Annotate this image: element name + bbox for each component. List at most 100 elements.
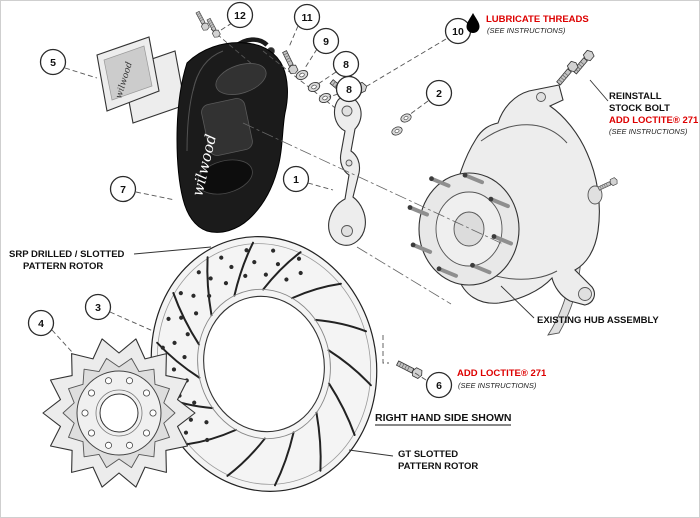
gt-line2: PATTERN ROTOR: [398, 461, 478, 472]
lubricate-title: LUBRICATE THREADS: [486, 14, 589, 25]
leader-7: [135, 191, 176, 201]
leader-11: [288, 25, 299, 48]
svg-text:5: 5: [50, 57, 56, 69]
wheel-stud-tip: [470, 262, 475, 268]
orientation-text: RIGHT HAND SIDE SHOWN: [375, 412, 512, 424]
callout-9: 9: [312, 27, 340, 55]
knuckle-contour: [480, 124, 568, 144]
loctite-note: ADD LOCTITE® 271 (SEE INSTRUCTIONS): [457, 368, 547, 390]
annotations: LUBRICATE THREADS (SEE INSTRUCTIONS) REI…: [9, 13, 699, 472]
orientation-note: RIGHT HAND SIDE SHOWN: [375, 412, 512, 426]
svg-text:2: 2: [436, 88, 442, 100]
loctite-bolt: [382, 335, 425, 380]
drill-hole: [208, 276, 213, 281]
callout-10: 10: [444, 17, 472, 45]
callouts: 5 12 11 9 8 8 10 2 7 1 3 4 6: [27, 1, 472, 399]
rotor-slot: [273, 431, 295, 487]
leader-9: [304, 48, 318, 69]
lubricate-sub: (SEE INSTRUCTIONS): [487, 26, 566, 35]
reinstall-line3: ADD LOCTITE® 271: [609, 115, 699, 126]
leader-2: [408, 100, 429, 116]
bolt-alignment-line: [382, 335, 389, 364]
rotor-slot: [327, 382, 356, 437]
brake-pads: wilwood: [96, 36, 186, 124]
rotor-slot: [233, 241, 255, 297]
drill-hole: [263, 272, 268, 277]
wheel-stud-tip: [462, 172, 468, 178]
rotor-slot: [314, 318, 368, 333]
drill-hole: [205, 437, 210, 443]
fastener-stack: [194, 10, 354, 123]
rotor-register-ring: [197, 288, 331, 440]
callout-5: 5: [39, 48, 67, 76]
rotor-slot: [172, 291, 201, 346]
washer: [306, 80, 322, 94]
balljoint-boss: [578, 287, 592, 301]
wheel-stud-tip: [491, 234, 497, 239]
spacer-washer: [399, 111, 413, 125]
drill-hole: [192, 400, 197, 405]
hat-bolt-hole: [126, 441, 133, 449]
knuckle-ear-hole: [536, 92, 546, 102]
drill-hole: [166, 316, 171, 321]
drill-hole: [275, 262, 281, 267]
callout-6: 6: [425, 371, 453, 399]
drill-hole: [298, 270, 303, 276]
callout-leaders: [51, 22, 447, 381]
rotor-slot: [315, 411, 322, 472]
svg-text:7: 7: [120, 184, 126, 196]
callout-8b: 8: [335, 75, 363, 103]
srp-rotor-label: SRP DRILLED / SLOTTED PATTERN ROTOR: [9, 249, 125, 272]
rotor: [150, 236, 378, 492]
leader-3: [109, 311, 154, 332]
wheel-stud: [492, 234, 513, 246]
knuckle-boss: [587, 185, 603, 205]
hat-bolt-hole: [104, 441, 112, 449]
rotor-hat: [42, 338, 196, 488]
callout-12: 12: [226, 1, 254, 29]
wheel-stud: [408, 205, 429, 217]
drill-hole: [204, 420, 209, 425]
hub-center-cap: [453, 211, 485, 247]
side-bolt: [596, 176, 619, 192]
hat-bolt-hole: [104, 377, 112, 385]
hub-knuckle-assembly: [407, 48, 619, 336]
leader-6: [414, 372, 427, 381]
svg-text:3: 3: [95, 302, 101, 314]
srp-line2: PATTERN ROTOR: [23, 261, 103, 272]
bracket-hole-bottom: [341, 225, 353, 237]
svg-text:12: 12: [234, 10, 246, 22]
drill-hole: [196, 270, 201, 275]
callout-3: 3: [84, 293, 112, 321]
gt-rotor-label: GT SLOTTED PATTERN ROTOR: [398, 449, 478, 472]
callout-8a: 8: [332, 50, 360, 78]
assembly-axis: [262, 50, 354, 123]
drill-hole: [296, 256, 302, 261]
leader-5: [64, 67, 98, 79]
leader-8a: [317, 71, 337, 85]
wheel-stud: [429, 176, 451, 188]
svg-text:9: 9: [323, 36, 329, 48]
leader-gt-label: [348, 449, 394, 457]
svg-text:4: 4: [38, 318, 44, 330]
drill-hole: [207, 293, 212, 299]
leader-1: [307, 182, 334, 191]
reinstall-line1: REINSTALL: [609, 91, 662, 102]
rotor-slot: [327, 349, 372, 387]
hat-register: [95, 389, 143, 437]
leader-srp-label: [133, 246, 212, 255]
drill-hole: [219, 255, 224, 260]
hat-center-bore: [99, 393, 139, 433]
svg-text:11: 11: [301, 12, 312, 24]
svg-text:8: 8: [343, 59, 349, 71]
callout-4: 4: [27, 309, 55, 337]
hat-bolt-hole: [126, 377, 133, 385]
wheel-stud: [463, 173, 484, 185]
rotor-slots: [156, 241, 372, 487]
wheel-stud-tip: [436, 266, 442, 272]
drill-hole: [178, 291, 183, 296]
hat-bolt-hole: [149, 409, 157, 417]
hex-bolt: [395, 358, 425, 380]
rotor-slot: [206, 256, 213, 317]
